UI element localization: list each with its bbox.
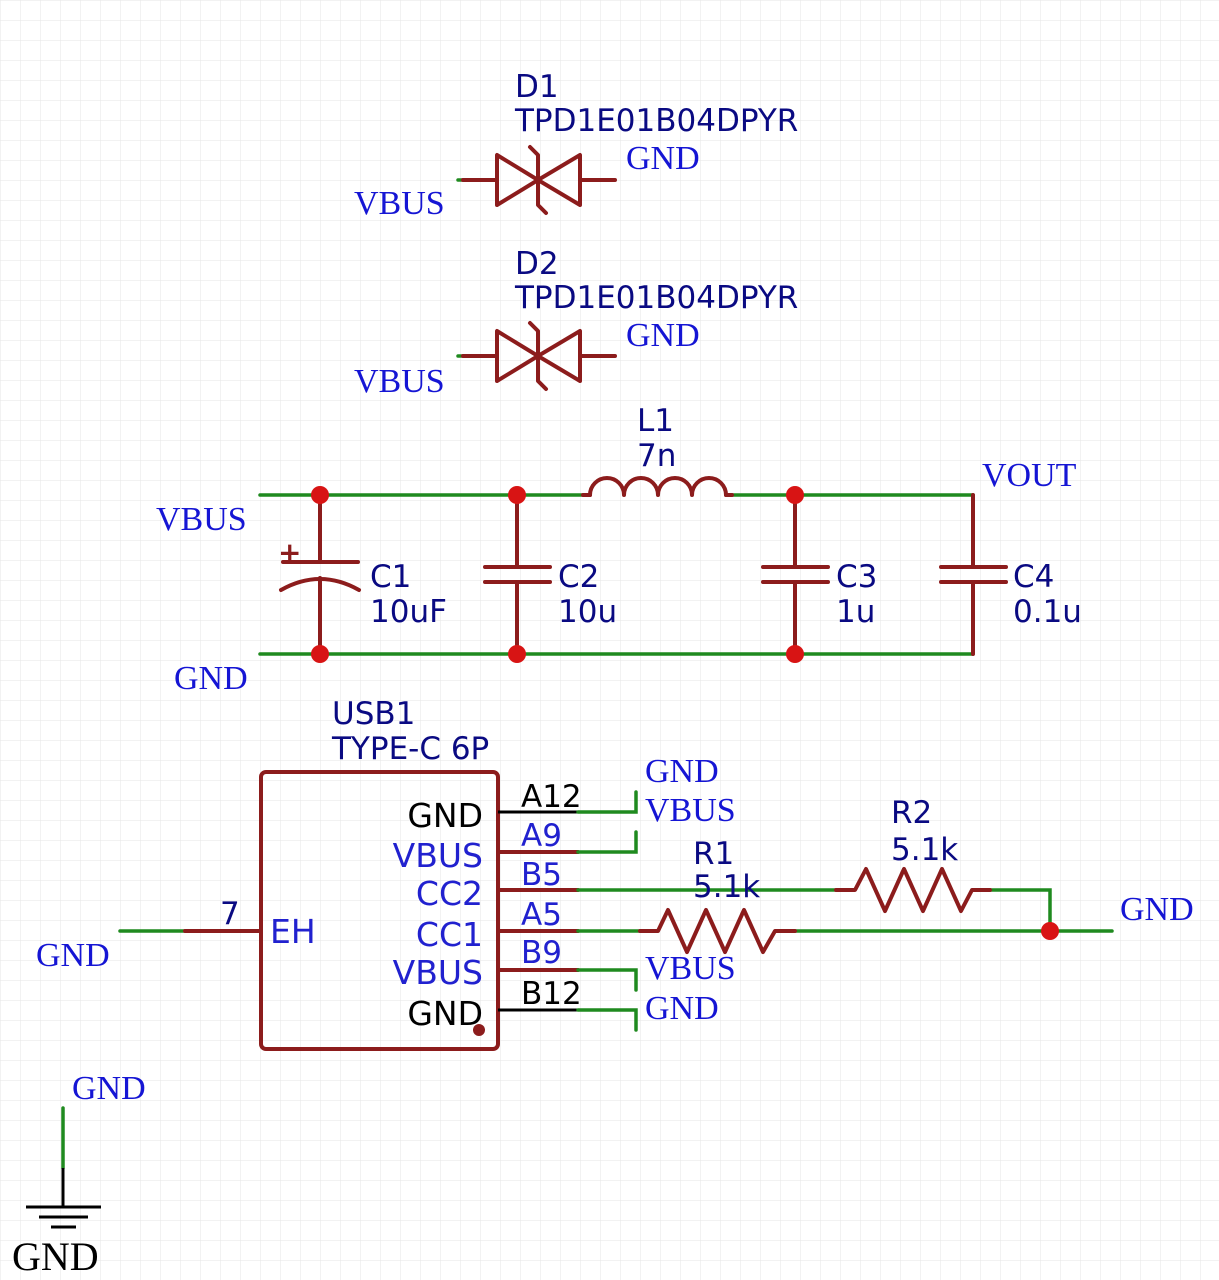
usb1-pin-number: A12 (521, 779, 582, 815)
usb1-ref: USB1 (332, 696, 415, 732)
junction-dot (1041, 922, 1059, 940)
d2-value: TPD1E01B04DPYR (514, 280, 798, 316)
c2-value: 10u (558, 594, 617, 630)
capacitor-c3[interactable] (761, 493, 830, 656)
net-label-gnd-a12: GND (645, 753, 719, 790)
capacitor-c2[interactable] (483, 493, 552, 656)
r2-value: 5.1k (891, 832, 958, 868)
junction-dot (508, 645, 526, 663)
usb1-pin-number: B9 (521, 935, 562, 971)
net-label-gnd-resistors: GND (1120, 891, 1194, 928)
c1-ref: C1 (370, 559, 411, 595)
net-label-vbus-a9: VBUS (645, 792, 736, 829)
usb1-pin-number-eh: 7 (220, 896, 240, 932)
usb1-pin-number: B5 (521, 857, 562, 893)
r2-ref: R2 (891, 795, 932, 831)
usb1-pin-name: CC1 (416, 915, 483, 954)
c1-value: 10uF (370, 594, 447, 630)
pin-marker-dot (473, 1024, 485, 1036)
d2-ref: D2 (515, 246, 559, 282)
net-label-vout: VOUT (982, 457, 1077, 494)
c3-ref: C3 (836, 559, 877, 595)
c2-ref: C2 (558, 559, 599, 595)
usb1-body[interactable] (259, 770, 500, 1051)
ground-symbol-label: GND (12, 1234, 99, 1279)
usb1-pin-number: A5 (521, 897, 562, 933)
net-label-gnd-eh: GND (36, 937, 110, 974)
usb1-pin-number: B12 (521, 976, 582, 1012)
resistor-r1[interactable] (638, 908, 797, 954)
inductor-l1[interactable] (581, 476, 734, 497)
d1-net-vbus: VBUS (354, 185, 445, 222)
usb1-pin-number: A9 (521, 818, 562, 854)
capacitor-c4[interactable] (939, 493, 1008, 656)
usb1-value: TYPE-C 6P (331, 731, 489, 767)
net-label-vbus-b9: VBUS (645, 950, 736, 987)
d1-value: TPD1E01B04DPYR (514, 103, 798, 139)
usb1-pin-name: VBUS (393, 953, 483, 992)
d1-ref: D1 (515, 69, 559, 105)
usb1-pin-name: CC2 (416, 874, 483, 913)
net-label-gnd-b12: GND (645, 990, 719, 1027)
l1-ref: L1 (637, 403, 674, 439)
usb1-pin-name: GND (407, 994, 483, 1033)
junction-dot (786, 645, 804, 663)
capacitor-c1[interactable] (279, 493, 361, 656)
r1-value: 5.1k (693, 869, 760, 905)
junction-dot (311, 645, 329, 663)
ground-net-label: GND (72, 1070, 146, 1107)
usb1-pin-name: GND (407, 796, 483, 835)
usb1-wires[interactable] (576, 790, 1114, 1032)
ground-symbol[interactable] (26, 1106, 101, 1229)
junction-dot (311, 486, 329, 504)
net-label-vbus: VBUS (156, 501, 247, 538)
c4-ref: C4 (1013, 559, 1054, 595)
c3-value: 1u (836, 594, 875, 630)
c1-polarity: + (278, 536, 301, 569)
d1-net-gnd: GND (626, 140, 700, 177)
resistor-r2[interactable] (834, 867, 992, 913)
junction-dot (508, 486, 526, 504)
d2-net-vbus: VBUS (354, 363, 445, 400)
usb1-pin-name: VBUS (393, 836, 483, 875)
junction-dot (786, 486, 804, 504)
d2-net-gnd: GND (626, 317, 700, 354)
net-label-gnd: GND (174, 660, 248, 697)
usb1-pin-name-eh: EH (270, 912, 316, 951)
c4-value: 0.1u (1013, 594, 1082, 630)
r1-ref: R1 (693, 836, 734, 872)
diode-d2[interactable] (456, 321, 617, 391)
diode-d1[interactable] (456, 145, 617, 215)
l1-value: 7n (637, 438, 676, 474)
